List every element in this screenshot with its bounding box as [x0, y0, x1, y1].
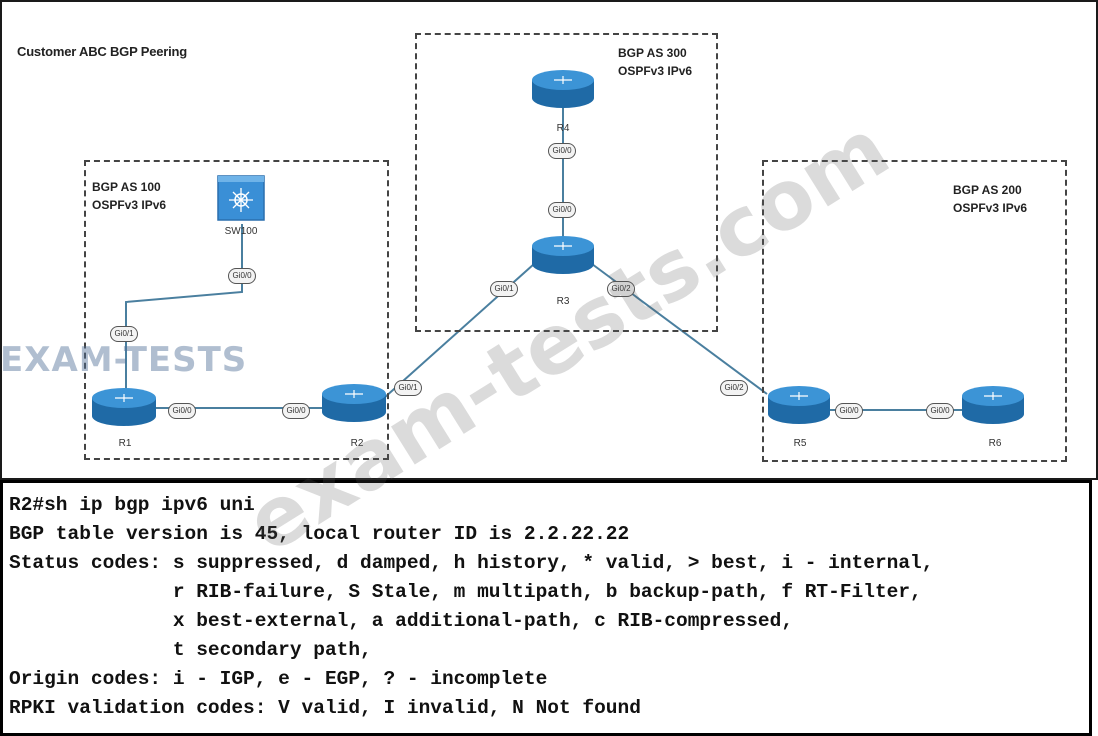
zone-as100-ospf: OSPFv3 IPv6 — [92, 198, 167, 212]
iface-sw-gi00: Gi0/0 — [228, 268, 256, 284]
cli-line: x best-external, a additional-path, c RI… — [9, 610, 794, 632]
iface-r3-gi01: Gi0/1 — [490, 281, 518, 297]
switch-label: SW100 — [224, 226, 258, 237]
cli-output: R2#sh ip bgp ipv6 uni BGP table version … — [0, 480, 1092, 736]
diagram-title: Customer ABC BGP Peering — [17, 44, 188, 59]
iface-r3-gi00: Gi0/0 — [548, 202, 576, 218]
cli-line: t secondary path, — [9, 639, 372, 661]
zone-as100 — [84, 160, 389, 460]
cli-line: r RIB-failure, S Stale, m multipath, b b… — [9, 581, 922, 603]
r4-label: R4 — [556, 123, 570, 134]
zone-as100-bgp: BGP AS 100 — [92, 180, 161, 194]
cli-line: RPKI validation codes: V valid, I invali… — [9, 697, 641, 719]
zone-as200-ospf: OSPFv3 IPv6 — [953, 201, 1028, 215]
zone-as200-label: BGP AS 200 OSPFv3 IPv6 — [953, 181, 1027, 217]
zone-as300-ospf: OSPFv3 IPv6 — [618, 64, 693, 78]
r6-label: R6 — [988, 438, 1002, 449]
zone-as100-label: BGP AS 100 OSPFv3 IPv6 — [92, 178, 166, 214]
link-sw-r1 — [125, 224, 243, 395]
zone-as300-label: BGP AS 300 OSPFv3 IPv6 — [618, 44, 692, 80]
iface-r2-gi01: Gi0/1 — [394, 380, 422, 396]
iface-r2-gi00: Gi0/0 — [282, 403, 310, 419]
switch-sw100[interactable] — [217, 175, 265, 221]
router-r6[interactable] — [962, 386, 1024, 424]
cli-line: R2#sh ip bgp ipv6 uni — [9, 494, 255, 516]
router-r4[interactable] — [532, 70, 594, 108]
r2-label: R2 — [350, 438, 364, 449]
zone-as300 — [415, 33, 718, 332]
cli-line: Origin codes: i - IGP, e - EGP, ? - inco… — [9, 668, 548, 690]
iface-r3-gi02: Gi0/2 — [607, 281, 635, 297]
zone-as300-bgp: BGP AS 300 — [618, 46, 687, 60]
cli-line: BGP table version is 45, local router ID… — [9, 523, 630, 545]
router-r5[interactable] — [768, 386, 830, 424]
iface-r4-gi00: Gi0/0 — [548, 143, 576, 159]
iface-r5-gi02: Gi0/2 — [720, 380, 748, 396]
iface-r6-gi00: Gi0/0 — [926, 403, 954, 419]
iface-r5-gi00: Gi0/0 — [835, 403, 863, 419]
router-r3[interactable] — [532, 236, 594, 274]
iface-r1-gi01: Gi0/1 — [110, 326, 138, 342]
cli-line: Status codes: s suppressed, d damped, h … — [9, 552, 934, 574]
zone-as200-bgp: BGP AS 200 — [953, 183, 1022, 197]
r3-label: R3 — [556, 296, 570, 307]
zone-as200 — [762, 160, 1067, 462]
network-diagram: Customer ABC BGP Peering BGP AS 100 OSPF… — [0, 0, 1098, 480]
r5-label: R5 — [793, 438, 807, 449]
r1-label: R1 — [118, 438, 132, 449]
router-r1[interactable] — [92, 388, 156, 426]
iface-r1-gi00: Gi0/0 — [168, 403, 196, 419]
router-r2[interactable] — [322, 384, 386, 422]
